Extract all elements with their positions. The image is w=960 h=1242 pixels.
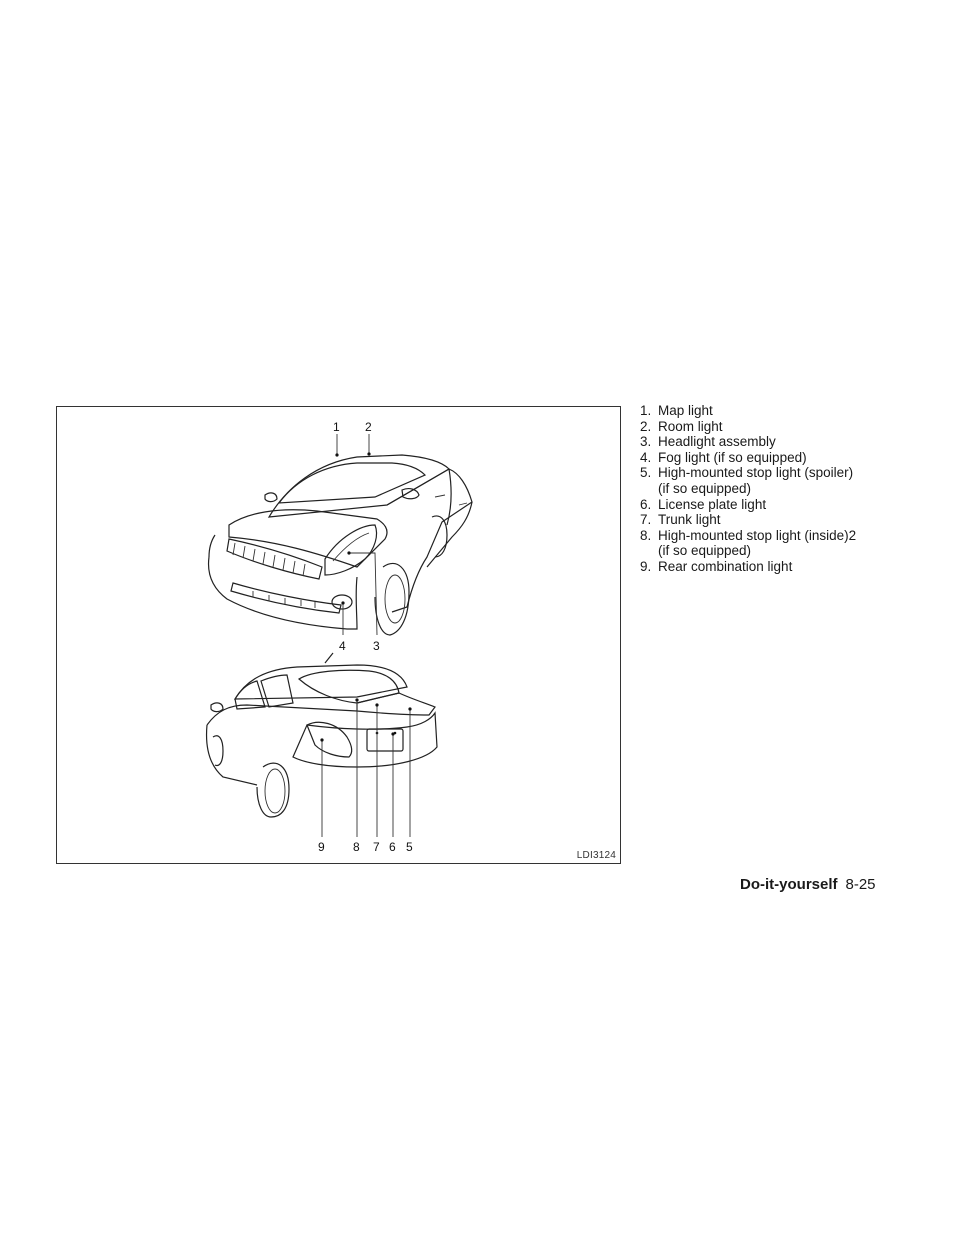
callout-5: 5 — [406, 840, 413, 854]
section-title: Do-it-yourself — [740, 876, 838, 893]
callout-2: 2 — [365, 420, 372, 434]
front-car-drawing — [207, 454, 473, 636]
list-item: 2.Room light — [640, 418, 723, 434]
list-item: 5.High-mounted stop light (spoiler)(if s… — [640, 465, 854, 496]
list-item: 4.Fog light (if so equipped) — [640, 449, 807, 465]
vehicle-lights-figure: 1 2 3 4 9 8 7 6 5 LDI3124 — [56, 406, 621, 864]
page-number: 8-25 — [845, 876, 876, 893]
car-illustration: 1 2 3 4 9 8 7 6 5 — [205, 420, 473, 854]
callout-8: 8 — [353, 840, 360, 854]
lights-legend: 1.Map light 2.Room light 3.Headlight ass… — [640, 403, 940, 575]
callout-4: 4 — [339, 639, 346, 653]
callout-6: 6 — [389, 840, 396, 854]
list-item: 6.License plate light — [640, 496, 767, 512]
list-item: 1.Map light — [640, 403, 713, 418]
list-item: 8.High-mounted stop light (inside)2(if s… — [640, 527, 857, 559]
list-item: 3.Headlight assembly — [640, 434, 776, 450]
list-item: 9.Rear combination light — [640, 558, 793, 574]
callout-7: 7 — [373, 840, 380, 854]
page-footer: Do-it-yourself 8-25 — [740, 876, 876, 893]
callout-3: 3 — [373, 639, 380, 653]
callout-9: 9 — [318, 840, 325, 854]
figure-id: LDI3124 — [576, 850, 616, 861]
callout-leaders — [320, 434, 412, 837]
list-item: 7.Trunk light — [640, 512, 721, 528]
callout-1: 1 — [333, 420, 340, 434]
rear-car-drawing — [205, 652, 438, 818]
